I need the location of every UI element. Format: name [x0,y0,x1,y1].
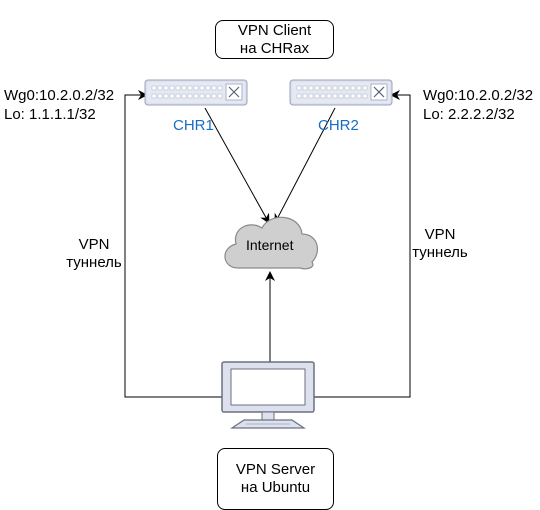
chr1-lo-address: Lo: 1.1.1.1/32 [4,106,96,123]
server-monitor-icon[interactable] [221,361,315,429]
chr2-lo-address: Lo: 2.2.2.2/32 [423,106,515,123]
chr2-wg-address: Wg0:10.2.0.2/32 [423,87,534,104]
vpn-client-box: VPN Client на CHRax [215,20,334,59]
tunnel-right-line [310,90,411,398]
chr1-label: CHR1 [173,117,214,134]
internet-label: Internet [246,237,294,253]
tunnel-left-line1: VPN [78,236,110,253]
client-box-line1: VPN Client [237,21,312,39]
chr1-wg-address: Wg0:10.2.0.2/32 [4,87,115,104]
chr1-switch-icon[interactable] [144,79,248,106]
server-box-line1: VPN Server [235,461,316,478]
tunnel-right-label: VPN туннель [410,226,470,262]
tunnel-left-label: VPN туннель [64,236,124,272]
vpn-server-box: VPN Server на Ubuntu [217,448,334,510]
server-box-line2: на Ubuntu [240,479,311,496]
chr2-switch-icon[interactable] [289,79,393,106]
tunnel-right-line2: туннель [412,244,468,261]
client-box-line2: на CHRax [239,39,310,57]
chr1-to-internet-line [204,107,270,224]
tunnel-left-line [124,90,230,398]
internet-cloud-icon[interactable] [224,216,319,270]
chr2-label: CHR2 [318,117,359,134]
chr2-to-internet-line [274,107,336,224]
tunnel-right-line1: VPN [424,226,456,243]
tunnel-left-line2: туннель [66,254,122,271]
